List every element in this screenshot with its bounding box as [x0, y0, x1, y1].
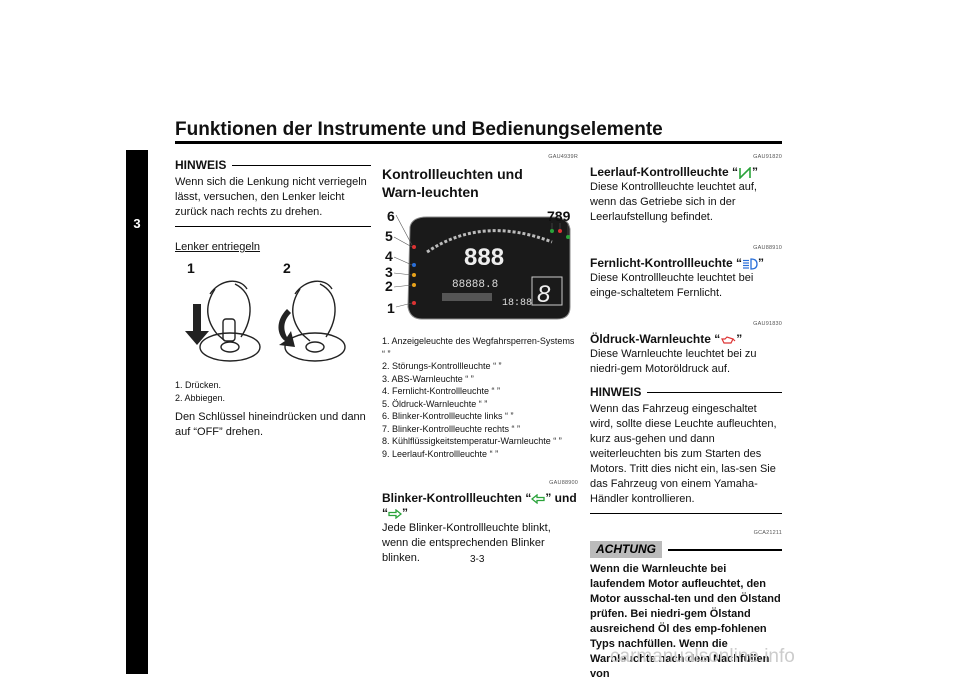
achtung-label: ACHTUNG: [590, 541, 662, 558]
caption-item: 1. Drücken.: [175, 380, 222, 390]
svg-text:18:88: 18:88: [502, 298, 532, 309]
caption-item: 2. Abbiegen.: [175, 392, 226, 403]
turn-left-icon: [531, 493, 545, 504]
leerlauf-heading: Leerlauf-Kontrollleuchte “ ”: [590, 165, 782, 180]
hinweis-label: HINWEIS: [175, 158, 227, 172]
svg-text:8: 8: [537, 281, 551, 308]
hinweis-heading: HINWEIS: [590, 385, 782, 400]
reference-code: GAU91830: [753, 321, 782, 327]
neutral-icon: [739, 166, 751, 179]
caption-item: 8. Kühlflüssigkeitstemperatur-Warnleucht…: [382, 436, 562, 446]
fernlicht-text: Diese Kontrollleuchte leuchtet bei einge…: [590, 272, 754, 299]
reference-code: GAU4939R: [548, 154, 578, 160]
dash-label-789: 789: [547, 208, 571, 224]
fig-label-1: 1: [187, 260, 195, 276]
fig-label-2: 2: [283, 260, 291, 276]
key-illustration: 1 2: [175, 259, 371, 377]
reference-code: GAU88900: [549, 480, 578, 486]
dash-label-1: 1: [387, 300, 395, 316]
caption-item: 3. ABS-Warnleuchte “ ”: [382, 373, 474, 384]
column-1: HINWEIS Wenn sich die Lenkung nicht verr…: [175, 158, 371, 440]
fernlicht-heading-part: Fernlicht-Kontrollleuchte “: [590, 256, 743, 270]
achtung-heading: ACHTUNG: [590, 541, 782, 558]
reference-code: GAU88910: [753, 245, 782, 251]
key-ignition-drawing: [185, 280, 346, 362]
oeldruck-heading-part: Öldruck-Warnleuchte “: [590, 332, 721, 346]
dash-label-2: 2: [385, 278, 393, 294]
page-title: Funktionen der Instrumente und Bedienung…: [175, 119, 663, 140]
indicator-captions: 1. Anzeigeleuchte des Wegfahrsperren-Sys…: [382, 335, 578, 460]
caption-item: 4. Fernlicht-Kontrollleuchte “ ”: [382, 386, 501, 396]
dashboard-drawing: 888 88888.8 18:88 8: [393, 214, 571, 320]
chapter-number: 3: [133, 216, 141, 231]
high-beam-icon: [743, 258, 758, 270]
blinker-heading: Blinker-Kontrollleuchten “” und “”: [382, 491, 578, 521]
section-title: Lenker entriegeln: [175, 241, 261, 253]
caption-item: 7. Blinker-Kontrollleuchte rechts “ ”: [382, 423, 521, 434]
oil-pressure-icon: [721, 336, 736, 344]
fernlicht-heading: Fernlicht-Kontrollleuchte “ ”: [590, 256, 782, 271]
blinker-heading-part: ”: [402, 506, 408, 520]
caption-item: 5. Öldruck-Warnleuchte “ ”: [382, 398, 488, 409]
page-number: 3-3: [470, 554, 485, 565]
hinweis-rule: [590, 513, 782, 514]
oeldruck-heading: Öldruck-Warnleuchte “ ”: [590, 332, 782, 347]
key-captions: 1. Drücken. 2. Abbiegen.: [175, 379, 371, 404]
achtung-text: Wenn die Warnleuchte bei laufendem Motor…: [590, 563, 781, 680]
indicator-heading: Kontrollleuchten und Warn-leuchten: [382, 166, 523, 200]
leerlauf-heading-part: Leerlauf-Kontrollleuchte “: [590, 165, 739, 179]
fernlicht-heading-part: ”: [758, 256, 765, 270]
oeldruck-heading-part: ”: [736, 332, 743, 346]
leerlauf-text: Diese Kontrollleuchte leuchtet auf, wenn…: [590, 181, 757, 223]
blinker-heading-part: ” und “: [382, 491, 577, 520]
svg-text:888: 888: [464, 244, 504, 271]
hinweis-label: HINWEIS: [590, 385, 642, 399]
caption-item: 1. Anzeigeleuchte des Wegfahrsperren-Sys…: [382, 336, 575, 359]
hinweis-rule: [175, 226, 371, 227]
column-3: GAU91820 Leerlauf-Kontrollleuchte “ ” Die…: [590, 150, 782, 682]
oeldruck-text: Diese Warnleuchte leuchtet bei zu niedri…: [590, 348, 757, 375]
hinweis-text: Wenn sich die Lenkung nicht verriegeln l…: [175, 176, 367, 218]
hinweis-heading: HINWEIS: [175, 158, 371, 173]
body-text: Den Schlüssel hineindrücken und dann auf…: [175, 411, 366, 438]
caption-item: 9. Leerlauf-Kontrollleuchte “ ”: [382, 448, 499, 459]
hinweis-text: Wenn das Fahrzeug eingeschaltet wird, so…: [590, 403, 777, 505]
dashboard-illustration: 6 5 4 3 2 1 789 888 88888.8 18:88 8: [382, 207, 578, 327]
reference-code: GCA21211: [753, 530, 782, 536]
leerlauf-heading-part: ”: [752, 165, 759, 179]
caption-item: 6. Blinker-Kontrollleuchte links “ ”: [382, 411, 514, 421]
caption-item: 2. Störungs-Kontrollleuchte “ ”: [382, 361, 502, 371]
dash-label-6: 6: [387, 208, 395, 224]
turn-right-icon: [388, 508, 402, 519]
reference-code: GAU91820: [753, 154, 782, 160]
chapter-tab: [126, 150, 148, 674]
dash-label-4: 4: [385, 248, 393, 264]
blinker-heading-part: Blinker-Kontrollleuchten “: [382, 491, 532, 505]
dash-label-3: 3: [385, 264, 393, 280]
title-rule: [175, 141, 782, 144]
column-2: GAU4939R Kontrollleuchten und Warn-leuch…: [382, 150, 578, 566]
blinker-text: Jede Blinker-Kontrollleuchte blinkt, wen…: [382, 522, 551, 564]
dash-label-5: 5: [385, 228, 393, 244]
svg-text:88888.8: 88888.8: [452, 279, 498, 291]
watermark: carmanualsonline.info: [610, 646, 795, 667]
